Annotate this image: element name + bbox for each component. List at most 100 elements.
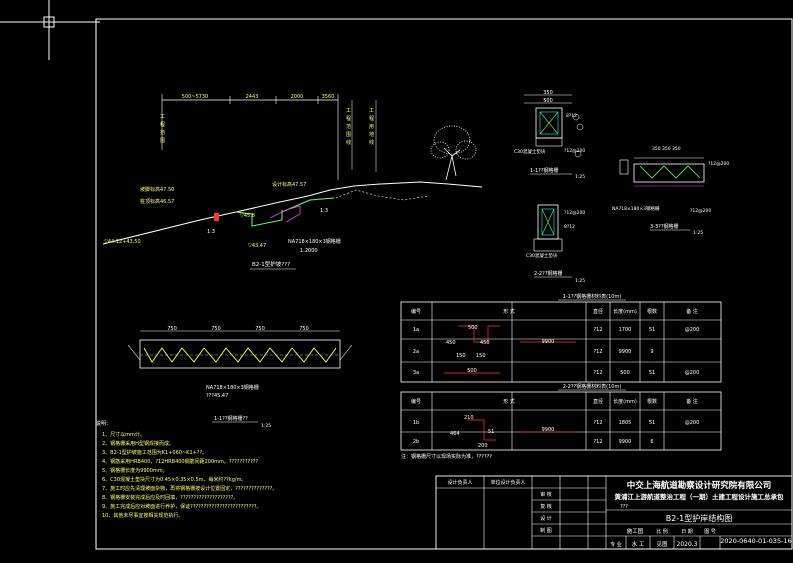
svg-text:1:25: 1:25 bbox=[693, 230, 703, 236]
svg-text:1700: 1700 bbox=[619, 327, 632, 333]
svg-text:450: 450 bbox=[446, 340, 456, 346]
review-head-label: 单位设计负责人 bbox=[490, 479, 525, 486]
svg-text:1805: 1805 bbox=[619, 420, 632, 426]
dim-label-2: 2000 bbox=[291, 94, 304, 100]
svg-text:?12@200: ?12@200 bbox=[690, 208, 711, 214]
svg-text:程: 程 bbox=[369, 115, 374, 122]
svg-text:工: 工 bbox=[160, 114, 165, 120]
scale-label: 比 例 bbox=[656, 528, 668, 535]
svg-text:备 注: 备 注 bbox=[686, 308, 698, 315]
svg-text:2b: 2b bbox=[413, 439, 419, 445]
svg-text:程: 程 bbox=[160, 121, 165, 128]
discipline-label: 专 业 bbox=[610, 541, 622, 548]
svg-text:?12: ?12 bbox=[593, 439, 602, 445]
svg-text:长度(mm): 长度(mm) bbox=[613, 398, 637, 405]
svg-text:3-3??钢格栅: 3-3??钢格栅 bbox=[650, 223, 678, 230]
note-6: 6、C30混凝土垫块尺寸为0.45×0.35×0.5m，每米约??kg/m。 bbox=[102, 476, 246, 483]
elev-3: ▽44.12+43.50 bbox=[104, 239, 141, 245]
svg-text:1b: 1b bbox=[413, 420, 419, 426]
date-label: 日 期 bbox=[681, 529, 693, 535]
svg-text:1a: 1a bbox=[413, 327, 419, 333]
elev-2: 设计标高47.57 bbox=[272, 181, 306, 188]
note-3: 3、B2-1型护坡施工范围为K1+060~K1+??。 bbox=[102, 449, 207, 456]
svg-text:?12@200: ?12@200 bbox=[708, 161, 729, 167]
note-1: 1、尺寸以mm计。 bbox=[102, 431, 145, 438]
detail-1-1: 350 500 8?12 ?12@200 C30混凝土垫块 1-1??钢格栅 1… bbox=[514, 90, 585, 180]
svg-text:复 核: 复 核 bbox=[540, 503, 552, 510]
note-10: 10、其他未尽事宜按相关规范执行。 bbox=[102, 512, 183, 519]
svg-text:1-1??钢格栅: 1-1??钢格栅 bbox=[530, 167, 558, 174]
svg-text:程: 程 bbox=[346, 115, 351, 122]
material-table-2: 2-2??钢格栅材料表(10m) 编号 形 式 直径 长度(mm) 根数 备 注… bbox=[400, 383, 722, 460]
phase-label: 施工图 bbox=[627, 527, 644, 535]
grid-callout: NA718×180×3钢格栅 bbox=[288, 238, 341, 245]
svg-text:形 式: 形 式 bbox=[503, 398, 515, 405]
svg-text:形 式: 形 式 bbox=[503, 308, 515, 315]
svg-text:围: 围 bbox=[346, 132, 351, 138]
date-value: 2020.3 bbox=[677, 541, 698, 548]
drawing-no: 2020-0640-01-035-16 bbox=[720, 537, 791, 545]
project-sub: ??? bbox=[620, 504, 628, 510]
svg-text:范: 范 bbox=[160, 129, 165, 136]
table2-title: 2-2??钢格栅材料表(10m) bbox=[563, 383, 622, 390]
svg-text:长度(mm): 长度(mm) bbox=[613, 308, 637, 315]
note-5: 5、钢格栅长度为9900mm。 bbox=[102, 467, 168, 474]
svg-text:地: 地 bbox=[369, 131, 374, 138]
svg-text:工: 工 bbox=[346, 108, 351, 114]
red-marker bbox=[214, 213, 219, 221]
svg-text:350: 350 bbox=[543, 90, 553, 96]
project-name: 黄浦江上游航道整治工程（一期）土建工程设计施工总承包 bbox=[615, 492, 785, 501]
svg-text:???45.47: ???45.47 bbox=[206, 393, 228, 399]
svg-text:9: 9 bbox=[650, 349, 653, 355]
svg-text:根数: 根数 bbox=[647, 308, 657, 315]
elev-1: 桩顶标高46.57 bbox=[140, 198, 174, 205]
svg-text:3a: 3a bbox=[413, 370, 419, 376]
svg-text:350 350 350: 350 350 350 bbox=[652, 146, 681, 152]
table-note: 注：钢格栅尺寸以现场实际为准，?????? bbox=[401, 453, 492, 460]
svg-text:1-1??钢格栅??: 1-1??钢格栅?? bbox=[214, 415, 248, 422]
svg-text:2a: 2a bbox=[413, 349, 419, 355]
svg-text:审 核: 审 核 bbox=[540, 491, 552, 498]
svg-text:围: 围 bbox=[160, 138, 165, 144]
svg-text:9900: 9900 bbox=[542, 427, 555, 433]
svg-text:51: 51 bbox=[488, 429, 494, 435]
svg-text:?12@200: ?12@200 bbox=[564, 148, 585, 154]
svg-text:6: 6 bbox=[650, 439, 653, 445]
svg-text:工: 工 bbox=[369, 108, 374, 114]
svg-text:?12: ?12 bbox=[593, 327, 602, 333]
svg-text:NA718×180×3钢格栅: NA718×180×3钢格栅 bbox=[612, 205, 660, 212]
dim-label-0: 500~5730 bbox=[182, 94, 208, 100]
svg-text:设 计: 设 计 bbox=[540, 515, 552, 522]
svg-text:@200: @200 bbox=[685, 420, 700, 426]
dim-label-1: 2443 bbox=[246, 94, 259, 100]
detail-3-3: 350 350 350 ?12@200 NA718×180×3钢格栅 ?12@2… bbox=[612, 146, 729, 236]
material-table-1: 1-1??钢格栅材料表(10m) 编号 形 式 直径 长度(mm) 根数 备 注… bbox=[400, 293, 722, 383]
svg-text:500: 500 bbox=[543, 98, 553, 104]
svg-text:500: 500 bbox=[620, 370, 630, 376]
svg-text:210: 210 bbox=[464, 415, 474, 421]
svg-text:?12: ?12 bbox=[593, 349, 602, 355]
svg-text:500: 500 bbox=[468, 325, 478, 331]
elev-0: 坡脚标高47.50 bbox=[140, 186, 174, 193]
svg-text:?12: ?12 bbox=[593, 370, 602, 376]
svg-text:8?12: 8?12 bbox=[566, 113, 577, 119]
note-4: 4、钢筋采用HRB400，?12HRB400钢筋间距200mm。????????… bbox=[102, 458, 258, 465]
scale-value: 见图 bbox=[656, 540, 668, 548]
svg-text:线: 线 bbox=[346, 139, 351, 146]
table1-title: 1-1??钢格栅材料表(10m) bbox=[563, 293, 622, 300]
svg-text:750: 750 bbox=[255, 326, 265, 332]
drawing-title: B2-1型护岸结构图 bbox=[666, 513, 733, 523]
mesh-plan: 750 750 750 750 NA718×180×3钢格栅 ???45.47 … bbox=[127, 326, 353, 429]
svg-text:编号: 编号 bbox=[411, 308, 421, 315]
section-scale: 1:2000 bbox=[300, 248, 318, 254]
svg-text:1:25: 1:25 bbox=[575, 174, 585, 180]
notes-block: 说明： 1、尺寸以mm计。 2、钢格栅采用H型钢焊接而成。 3、B2-1型护坡施… bbox=[96, 420, 277, 519]
svg-text:?12@200: ?12@200 bbox=[564, 210, 585, 216]
svg-text:制 图: 制 图 bbox=[540, 527, 552, 534]
slope-2: 1:3 bbox=[320, 208, 328, 214]
elev-4: ▽45.8 bbox=[240, 213, 255, 219]
detail-2-2: ?12@200 8?12 C30混凝土垫块 2-2??钢格栅 1:25 bbox=[526, 204, 585, 284]
note-8: 8、钢格栅安装完成后应及时回填，????????????????????。 bbox=[102, 494, 238, 501]
drawing-no-label: 图 号 bbox=[704, 529, 716, 535]
